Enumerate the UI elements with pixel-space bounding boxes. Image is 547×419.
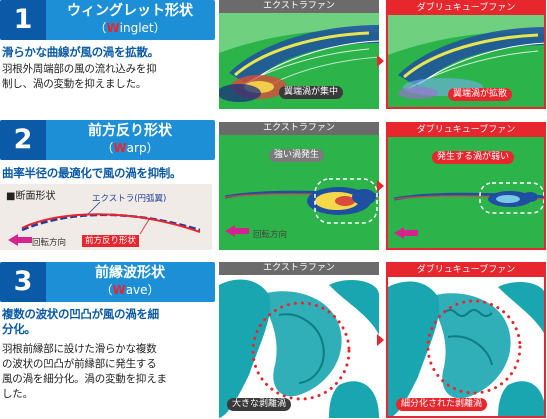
section-2-lead: 曲率半径の最適化で風の渦を抑制。: [2, 166, 182, 180]
section-1-w-cube-fan-caption: ダブリュキューブファン: [388, 2, 544, 15]
section-1-extra-fan-caption: エクストラファン: [219, 0, 379, 13]
section-1-number: 1: [0, 0, 46, 40]
section-3-title: 前縁波形状: [95, 265, 165, 281]
section-1-extra-fan-callout: 翼端渦が集中: [279, 86, 344, 99]
section-1-arrow-icon: [377, 55, 384, 67]
cross-section-rotation-label: 回転方向: [32, 238, 67, 248]
section-2-w-cube-fan-panel: ダブリュキューブファン 発生する渦が弱い: [386, 122, 546, 250]
section-2-extra-fan-callout: 強い渦発生: [269, 149, 325, 162]
section-1-header: 1 ウィングレット形状 （Winglet）: [0, 0, 215, 40]
warp-shape-label: 前方反り形状: [82, 235, 140, 247]
section-3-lead: 複数の波状の凹凸が風の渦を細 分化。: [2, 307, 159, 336]
section-2-title: 前方反り形状: [88, 123, 172, 139]
wave-w-cube-fan-simulation: [388, 277, 544, 416]
section-3-w-cube-fan-caption: ダブリュキューブファン: [388, 264, 544, 277]
cross-section-diagram: ■断面形状 エクストラ(円弧翼) 回転方向 前方反り形状: [0, 184, 212, 250]
section-2-header: 2 前方反り形状 （Warp）: [0, 120, 215, 160]
section-1-w-cube-fan-panel: ダブリュキューブファン 翼端渦が拡散: [386, 0, 546, 109]
section-3-header: 3 前縁波形状 （Wave）: [0, 262, 215, 302]
section-3-arrow-icon: [377, 334, 384, 346]
section-1-w-cube-fan-callout: 翼端渦が拡散: [448, 88, 513, 101]
section-3-extra-fan-callout: 大きな剥離渦: [227, 398, 292, 411]
section-2-extra-fan-caption: エクストラファン: [219, 122, 379, 135]
section-3-description: 羽根前縁部に設けた滑らかな複数 の波状の凹凸が前縁部に発生する 風の渦を細分化。…: [2, 343, 167, 400]
section-1-subtitle: （Winglet）: [94, 21, 166, 35]
extra-airfoil-label: エクストラ(円弧翼): [92, 194, 167, 204]
section-1-title: ウィングレット形状: [67, 3, 193, 19]
section-3-subtitle: （Wave）: [100, 283, 160, 297]
section-2-number: 2: [0, 120, 46, 160]
section-2-w-cube-fan-callout: 発生する渦が弱い: [432, 151, 515, 164]
section-2-extra-fan-panel: エクストラファン 強い渦発生 回転方向: [219, 122, 379, 250]
section-2-arrow-icon: [377, 180, 384, 192]
section-3-extra-fan-panel: エクストラファン 大きな剥離渦: [219, 262, 379, 418]
wave-extra-fan-simulation: [219, 275, 379, 418]
section-1-description: 羽根外周端部の風の流れ込みを抑 制し、渦の変動を抑えました。: [2, 63, 157, 90]
section-3-number: 3: [0, 262, 46, 302]
section-3-extra-fan-caption: エクストラファン: [219, 262, 379, 275]
section-2-subtitle: （Warp）: [101, 141, 159, 155]
section-3-w-cube-fan-callout: 細分化された剥離渦: [396, 398, 488, 411]
section-2-extra-rotation-label: 回転方向: [253, 230, 288, 240]
section-1-lead: 滑らかな曲線が風の渦を拡散。: [2, 45, 159, 59]
winglet-extra-fan-simulation: [219, 13, 379, 109]
section-1-extra-fan-panel: エクストラファン 翼端渦が集中: [219, 0, 379, 109]
section-2-w-cube-fan-caption: ダブリュキューブファン: [388, 124, 544, 137]
section-3-w-cube-fan-panel: ダブリュキューブファン 細分化された剥離渦: [386, 262, 546, 418]
cross-section-label: ■断面形状: [6, 191, 56, 202]
